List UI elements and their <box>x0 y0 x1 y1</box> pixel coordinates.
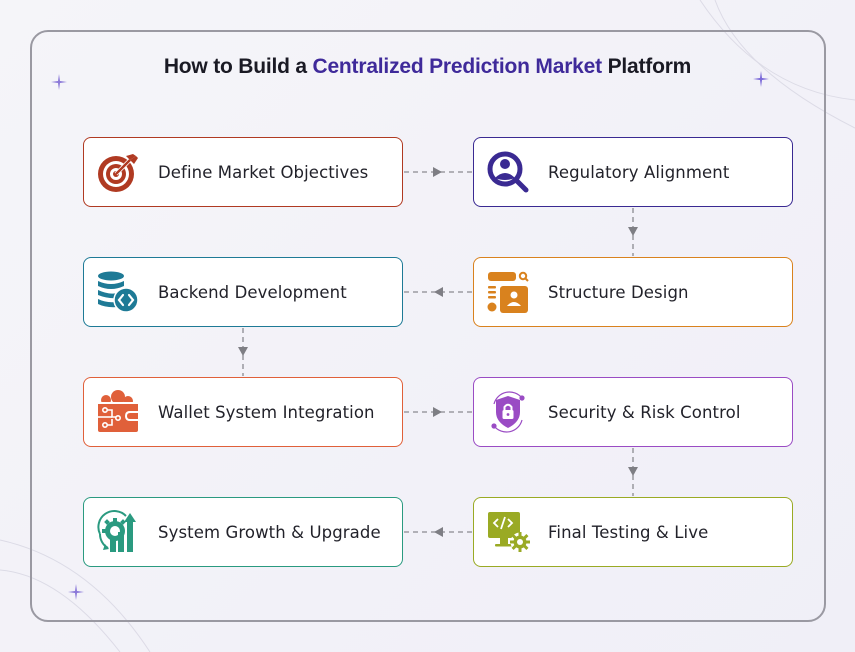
user-search-icon <box>486 150 530 194</box>
step-label: Final Testing & Live <box>548 522 709 542</box>
step-card-regulatory-alignment: Regulatory Alignment <box>473 137 793 207</box>
connector-arrow-down <box>626 208 640 256</box>
title-prefix: How to Build a <box>163 55 313 78</box>
gear-growth-icon <box>96 510 140 554</box>
layout-profile-icon <box>486 270 530 314</box>
step-label: Backend Development <box>158 282 347 302</box>
sparkle-icon <box>51 74 67 90</box>
page-title: How to Build a Centralized Prediction Ma… <box>0 55 855 79</box>
step-label: Security & Risk Control <box>548 402 741 422</box>
database-code-icon <box>96 270 140 314</box>
sparkle-icon <box>753 71 769 87</box>
connector-arrow-left <box>404 285 472 299</box>
step-card-system-growth-upgrade: System Growth & Upgrade <box>83 497 403 567</box>
sparkle-icon <box>68 584 84 600</box>
step-card-security-risk-control: Security & Risk Control <box>473 377 793 447</box>
step-card-wallet-system-integration: Wallet System Integration <box>83 377 403 447</box>
connector-arrow-down <box>236 328 250 376</box>
step-card-structure-design: Structure Design <box>473 257 793 327</box>
connector-arrow-right <box>404 165 472 179</box>
diagram-frame <box>30 30 826 622</box>
wallet-circuit-icon <box>96 390 140 434</box>
step-card-final-testing-live: Final Testing & Live <box>473 497 793 567</box>
step-card-define-market-objectives: Define Market Objectives <box>83 137 403 207</box>
monitor-code-gear-icon <box>486 510 530 554</box>
step-label: System Growth & Upgrade <box>158 522 381 542</box>
title-highlight: Centralized Prediction Market <box>312 55 602 78</box>
step-label: Structure Design <box>548 282 689 302</box>
step-label: Wallet System Integration <box>158 402 375 422</box>
step-card-backend-development: Backend Development <box>83 257 403 327</box>
shield-lock-icon <box>486 390 530 434</box>
target-icon <box>96 150 140 194</box>
connector-arrow-down <box>626 448 640 496</box>
step-label: Regulatory Alignment <box>548 162 730 182</box>
connector-arrow-left <box>404 525 472 539</box>
step-label: Define Market Objectives <box>158 162 369 182</box>
title-suffix: Platform <box>601 55 692 78</box>
connector-arrow-right <box>404 405 472 419</box>
